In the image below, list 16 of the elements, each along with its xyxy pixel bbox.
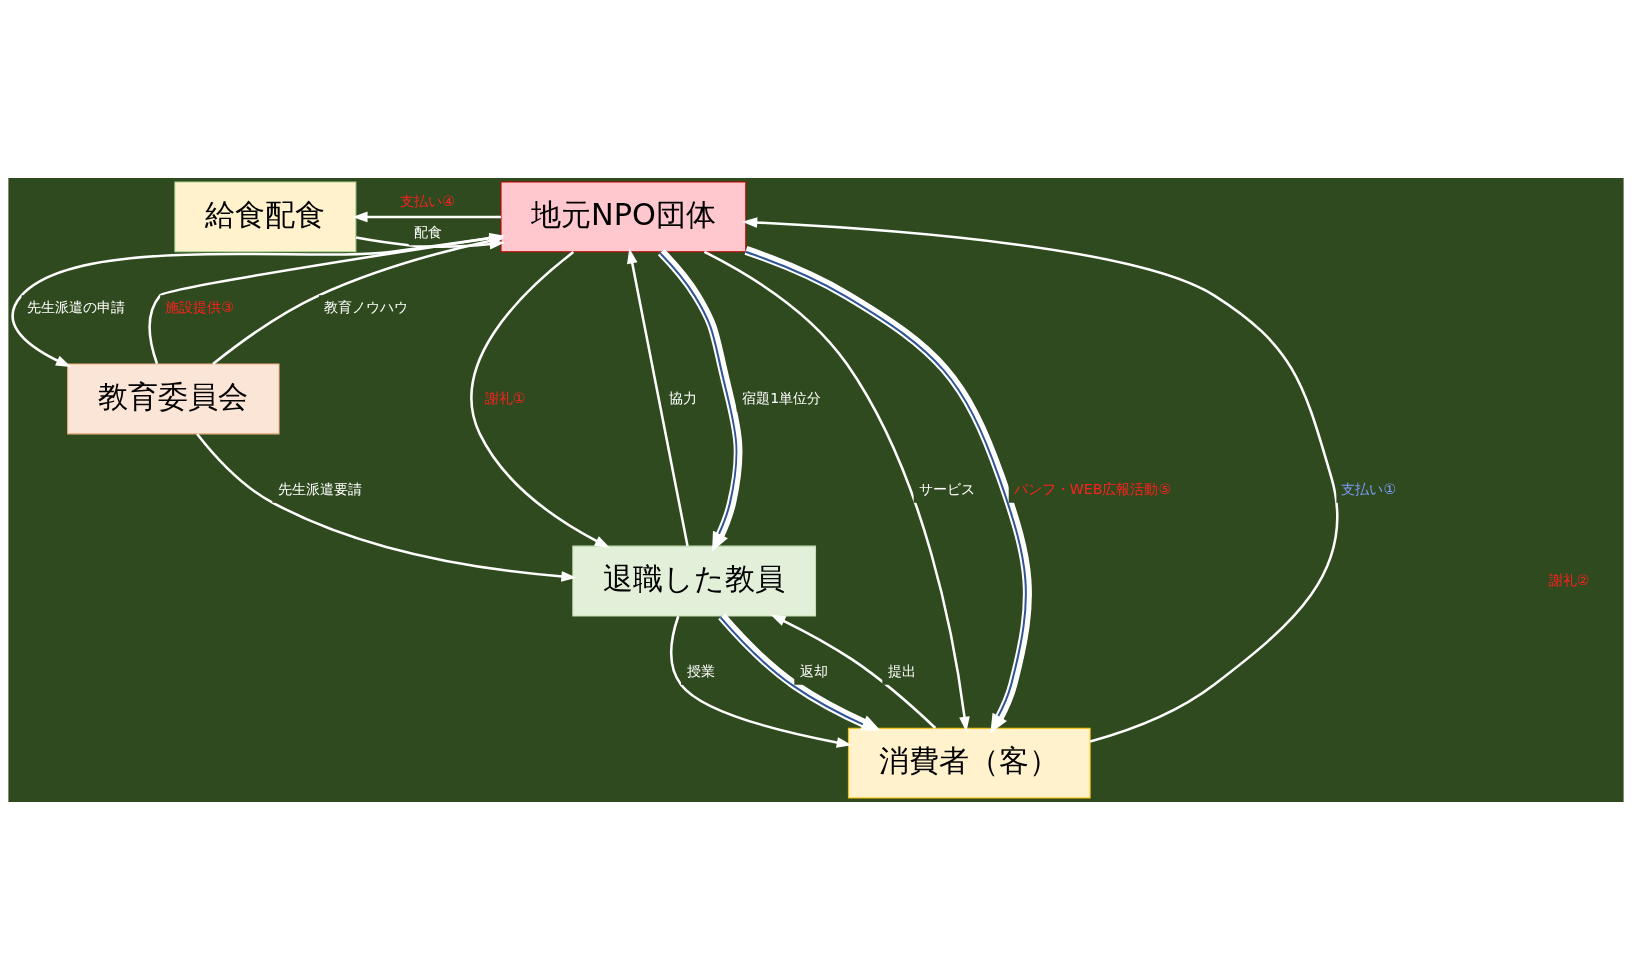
edge-label: 提出	[887, 662, 916, 679]
edge-label: 宿題1単位分	[742, 389, 822, 406]
edge-label: 謝礼①	[484, 389, 526, 406]
edge-label: 配食	[414, 223, 443, 240]
edge-label: 支払い①	[1341, 480, 1397, 497]
edge-label: 施設提供③	[165, 298, 234, 315]
edge-label: サービス	[918, 480, 975, 497]
label: 謝礼②	[1548, 571, 1590, 588]
edge-label: 教育ノウハウ	[324, 298, 409, 315]
edge-label: パンフ・WEB広報活動⑤	[1013, 480, 1172, 497]
edge-label: 先生派遣の申請	[26, 298, 125, 315]
edge-label: 支払い④	[400, 192, 455, 209]
edge-label: 授業	[686, 662, 715, 679]
edge-label: 返却	[799, 662, 828, 679]
edge-label: 協力	[669, 389, 698, 406]
edge-label: 先生派遣要請	[277, 480, 362, 497]
